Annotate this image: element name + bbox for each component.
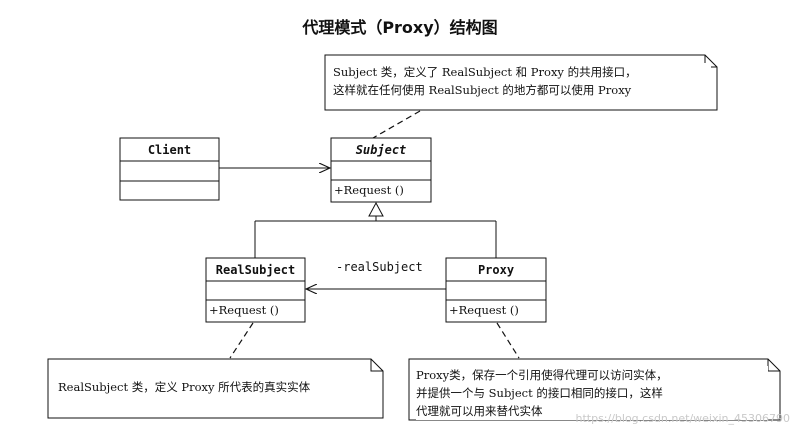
realsubject-class-name: RealSubject — [215, 263, 296, 277]
subject-class — [330, 137, 432, 203]
client-class-name: Client — [147, 143, 192, 157]
association-label: -realSubject — [336, 260, 423, 274]
realsubject-operation: +Request () — [209, 303, 279, 317]
realsubject-class — [205, 257, 306, 323]
watermark-text: https://blog.csdn.net/weixin_45306790 — [575, 412, 790, 425]
proxy-note-fold — [767, 359, 780, 372]
realsubject-note-connector — [229, 322, 254, 359]
proxy-class — [445, 257, 547, 323]
client-class — [119, 137, 220, 201]
proxy-note-connector — [496, 322, 520, 359]
realsubject-note-fold — [370, 359, 383, 372]
proxy-class-name: Proxy — [477, 263, 515, 277]
subject-class-name: Subject — [355, 143, 407, 157]
proxy-operation: +Request () — [449, 303, 519, 317]
realsubject-note-text: RealSubject 类，定义 Proxy 所代表的真实实体 — [58, 378, 368, 396]
inheritance-triangle — [368, 201, 384, 217]
subject-note-connector — [372, 110, 421, 139]
diagram-title: 代理模式（Proxy）结构图 — [302, 18, 498, 37]
proxy-note-text: Proxy类，保存一个引用使得代理可以访问实体， 并提供一个与 Subject … — [416, 366, 768, 420]
subject-note-text: Subject 类，定义了 RealSubject 和 Proxy 的共用接口，… — [333, 63, 711, 99]
subject-operation: +Request () — [334, 183, 404, 197]
